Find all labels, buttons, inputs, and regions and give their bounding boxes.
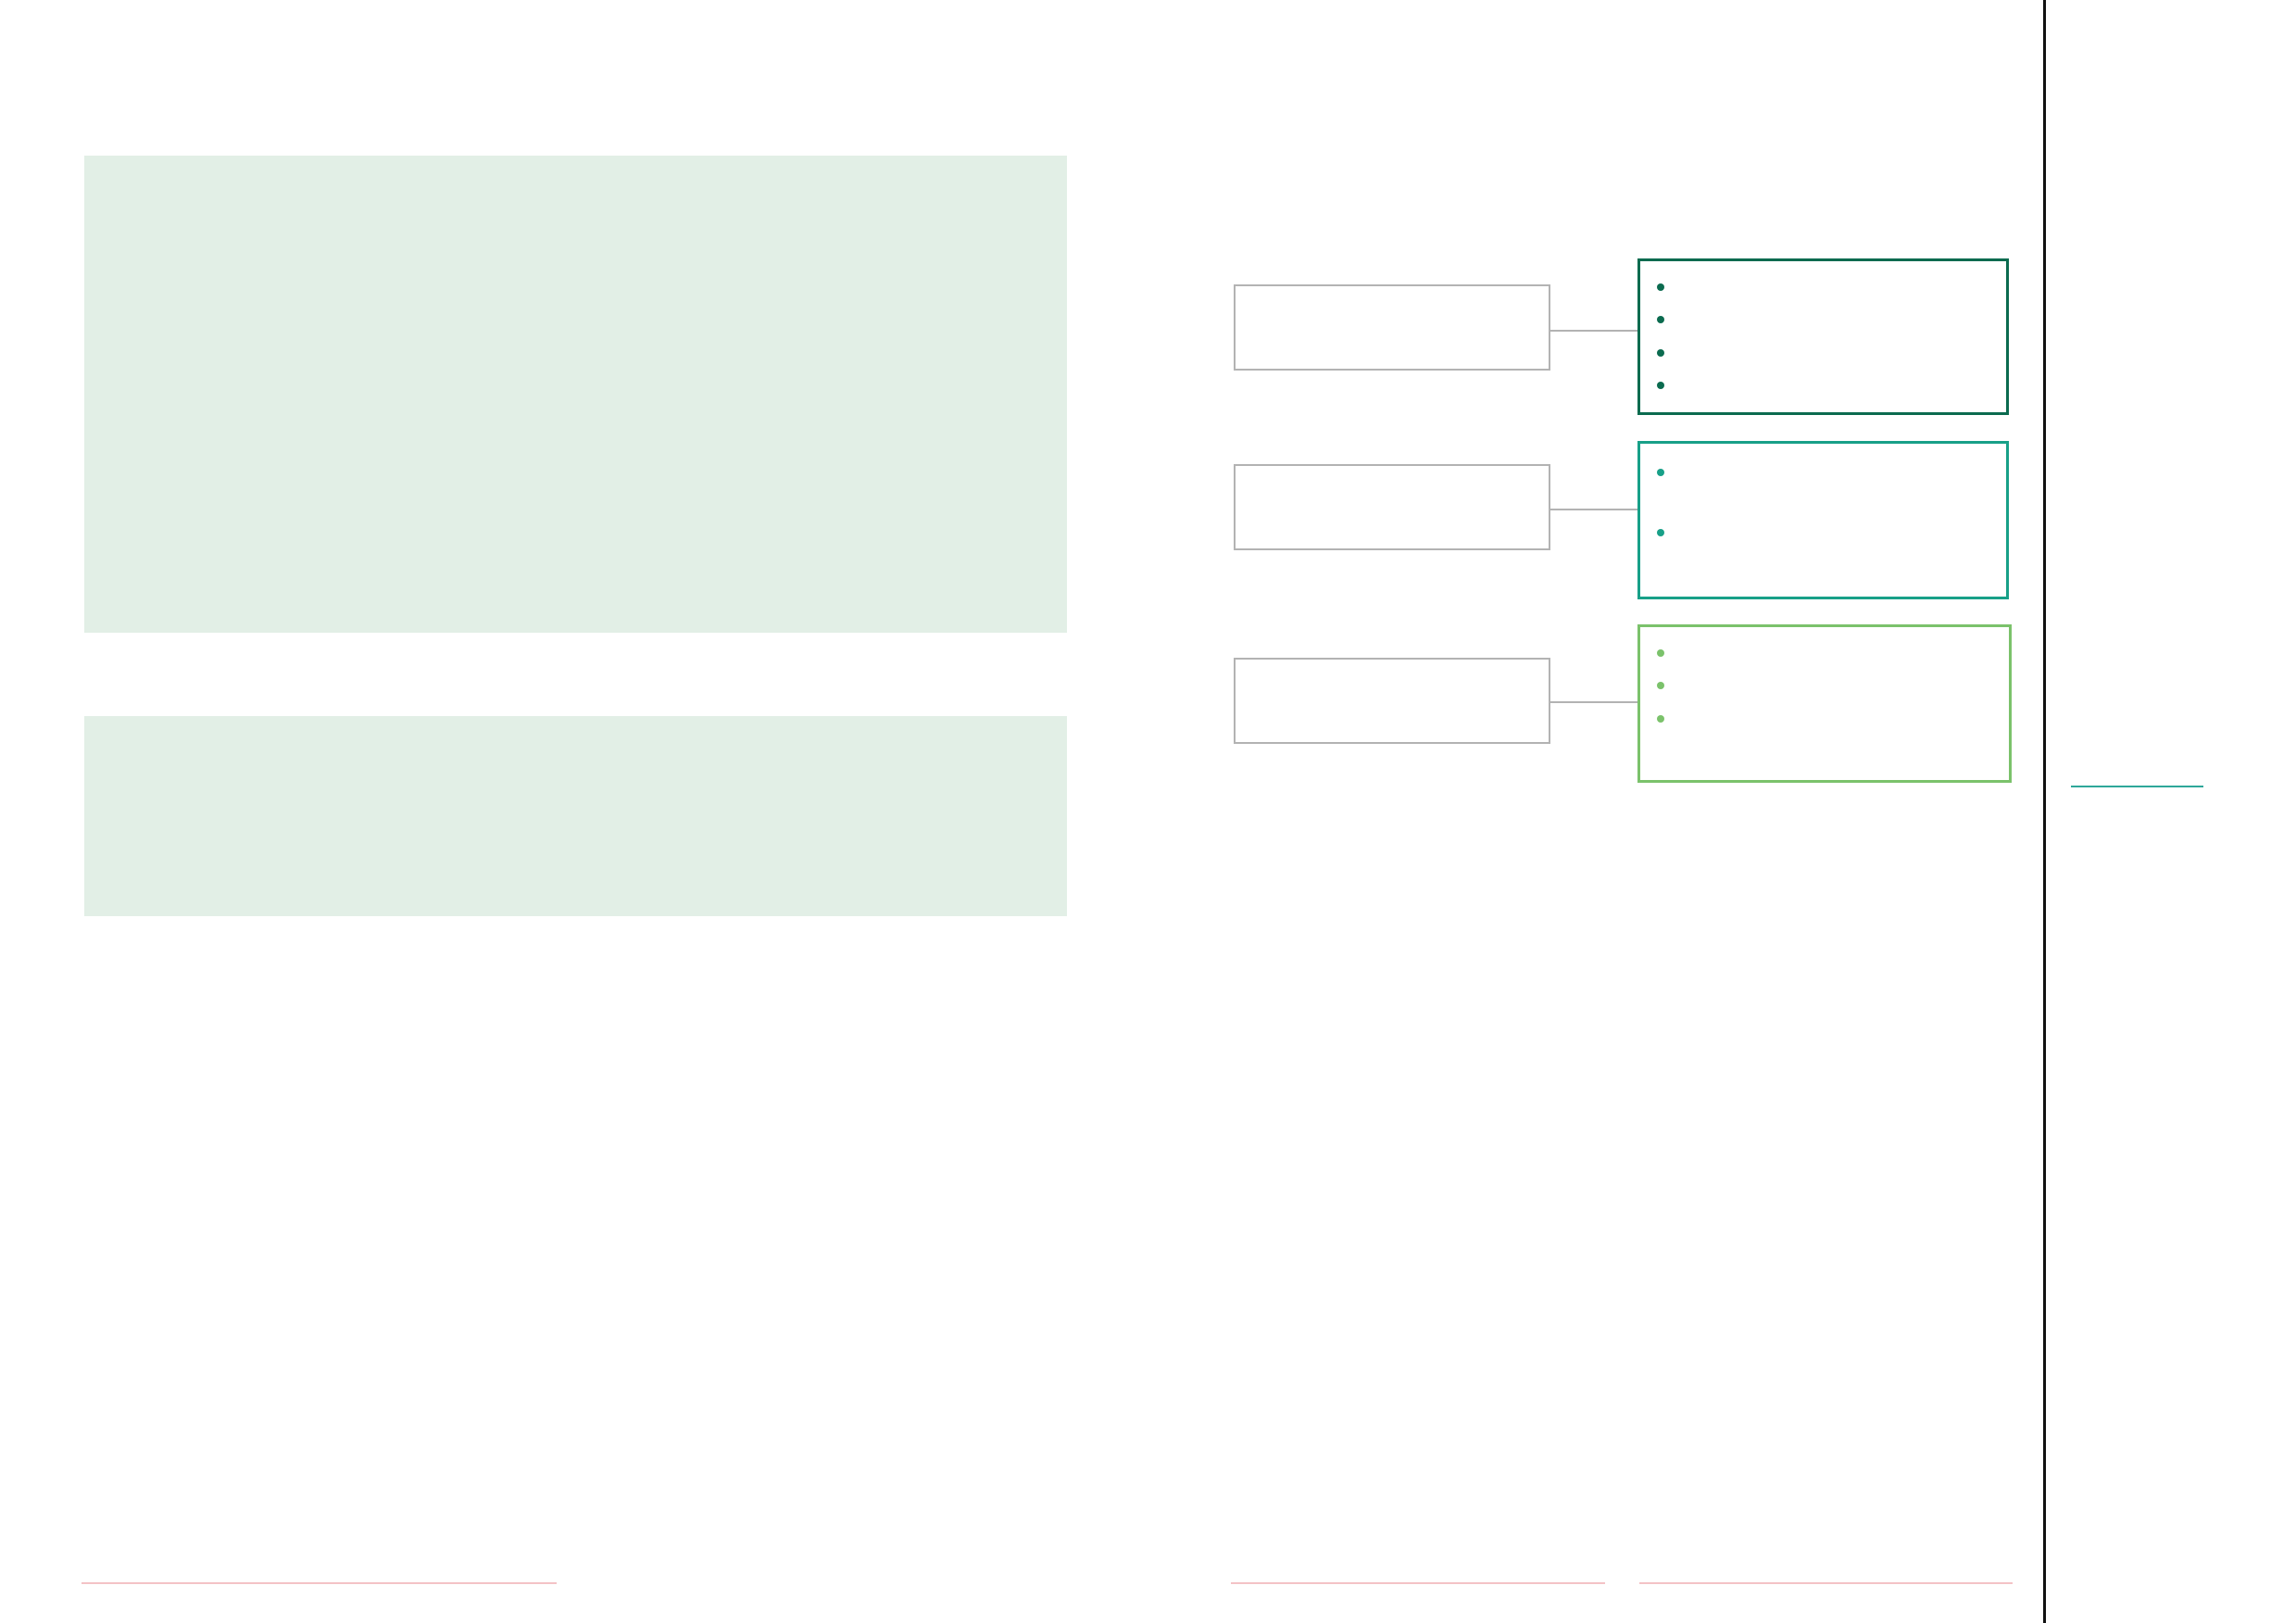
page-divider — [2043, 0, 2046, 1623]
diagram-connector-3 — [1550, 701, 1637, 703]
lower-shaded-panel — [84, 716, 1067, 916]
diagram-connector-1 — [1550, 330, 1637, 332]
side-accent-rule — [2071, 786, 2203, 787]
footer-rule-center — [1231, 1582, 1605, 1584]
diagram-detail-box-3 — [1637, 624, 2012, 783]
diagram-label-box-2 — [1234, 464, 1550, 550]
footer-rule-right — [1639, 1582, 2013, 1584]
diagram-detail-box-1 — [1637, 258, 2009, 415]
bullet-point — [1657, 349, 1664, 357]
bullet-point — [1657, 682, 1664, 689]
bullet-point — [1657, 715, 1664, 723]
diagram-label-box-1 — [1234, 284, 1550, 371]
diagram-label-box-3 — [1234, 658, 1550, 744]
bullet-point — [1657, 469, 1664, 476]
footer-rule-left — [82, 1582, 557, 1584]
bullet-point — [1657, 382, 1664, 389]
bullet-point — [1657, 529, 1664, 536]
bullet-point — [1657, 316, 1664, 323]
diagram-detail-box-2 — [1637, 441, 2009, 599]
upper-shaded-panel — [84, 156, 1067, 633]
bullet-point — [1657, 649, 1664, 657]
bullet-point — [1657, 283, 1664, 291]
diagram-connector-2 — [1550, 509, 1637, 510]
